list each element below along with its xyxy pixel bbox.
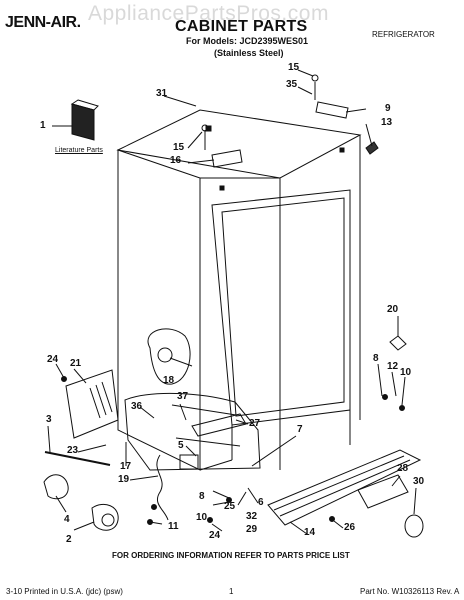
callout-10-lower: 10 [196,512,208,523]
callout-7: 7 [297,424,303,435]
variant-line: (Stainless Steel) [214,48,284,58]
cabinet-drawing [116,109,362,471]
drain-part-drawing [147,328,191,385]
page-title: CABINET PARTS [175,18,308,35]
callout-29: 29 [246,524,258,535]
coil-tube-drawing [191,413,247,437]
callout-12: 12 [387,361,399,372]
callout-20: 20 [387,304,399,315]
callout-27: 27 [249,418,261,429]
callout-8-lower: 8 [199,491,205,502]
callout-19: 19 [118,474,130,485]
top-hinge-drawing [311,74,379,155]
callout-11: 11 [168,521,179,532]
leader-lines [47,69,417,535]
center-hinge-drawing [201,124,243,168]
callout-4: 4 [64,514,70,525]
category-label: REFRIGERATOR [372,30,435,39]
fan-motor-drawing [357,474,424,538]
callout-15-top: 15 [288,62,300,73]
callout-31: 31 [156,88,168,99]
callout-1: 1 [40,120,46,131]
callout-8-right: 8 [373,353,379,364]
brand-logo: JENN-AIR. [5,14,81,31]
screw-drawings [61,335,407,525]
callout-23: 23 [67,445,79,456]
access-panel-drawing [65,369,119,439]
front-roller-drawing [43,474,119,531]
callout-5: 5 [178,440,184,451]
callout-24-left: 24 [47,354,59,365]
print-info: 3-10 Printed in U.S.A. (jdc) (psw) [6,587,123,596]
callout-21: 21 [70,358,82,369]
drain-hose-drawing [156,454,169,521]
toe-grille-drawing [267,449,422,526]
callout-15-center: 15 [173,142,185,153]
callout-10-right: 10 [400,367,412,378]
part-number: Part No. W10326113 Rev. A [360,587,460,596]
callout-14: 14 [304,527,316,538]
page-number: 1 [229,587,234,596]
callout-3: 3 [46,414,52,425]
callout-13: 13 [381,117,393,128]
callout-24-lower: 24 [209,530,221,541]
ordering-info: FOR ORDERING INFORMATION REFER TO PARTS … [112,551,350,560]
callout-26: 26 [344,522,356,533]
callout-28: 28 [397,463,409,474]
literature-parts-label: Literature Parts [55,147,103,154]
base-frame-drawing [124,392,261,471]
callout-6: 6 [258,497,264,508]
literature-booklet-drawing [70,99,99,141]
callout-16: 16 [170,155,182,166]
callout-25: 25 [224,501,236,512]
models-line: For Models: JCD2395WES01 [186,36,309,46]
callout-17: 17 [120,461,132,472]
callout-36: 36 [131,401,143,412]
watermark: AppliancePartsPros.com [88,2,329,25]
callout-9: 9 [385,103,391,114]
callout-18: 18 [163,375,175,386]
callout-35: 35 [286,79,298,90]
callout-30: 30 [413,476,425,487]
callout-2: 2 [66,534,72,545]
callout-37: 37 [177,391,189,402]
callout-32: 32 [246,511,258,522]
